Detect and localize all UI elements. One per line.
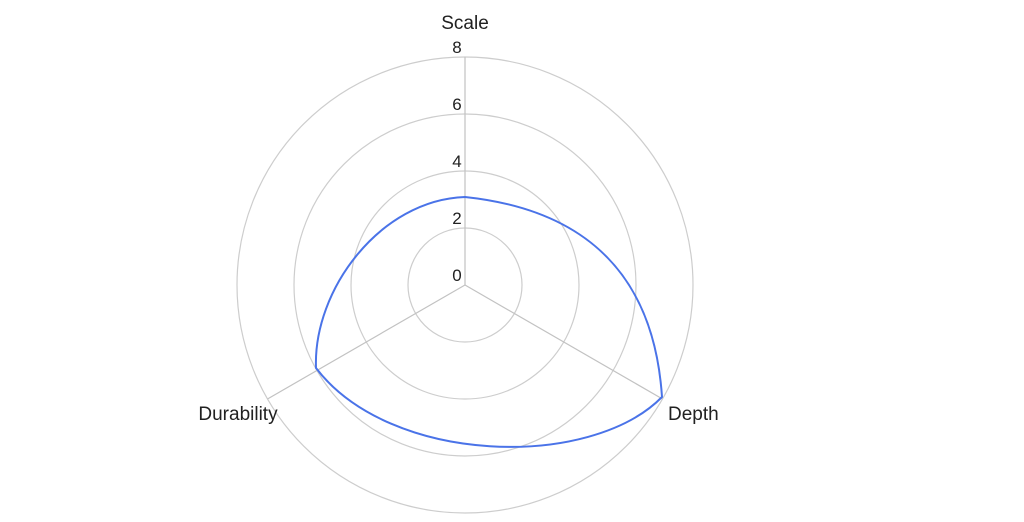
tick-label-0: 0	[452, 266, 461, 285]
tick-label-2: 2	[452, 209, 461, 228]
category-label-scale: Scale	[441, 13, 489, 34]
tick-label-8: 8	[452, 38, 461, 57]
category-label-depth: Depth	[668, 404, 719, 425]
series-line	[314, 196, 663, 448]
axis-line-durability	[267, 284, 466, 400]
category-axes	[267, 57, 663, 400]
tick-label-4: 4	[452, 152, 461, 171]
axis-line-depth	[464, 284, 663, 400]
category-labels: Scale Durability Depth	[198, 13, 718, 425]
category-label-durability: Durability	[198, 404, 278, 425]
radial-tick-labels: 0 2 4 6 8	[452, 38, 461, 285]
tick-label-6: 6	[452, 95, 461, 114]
